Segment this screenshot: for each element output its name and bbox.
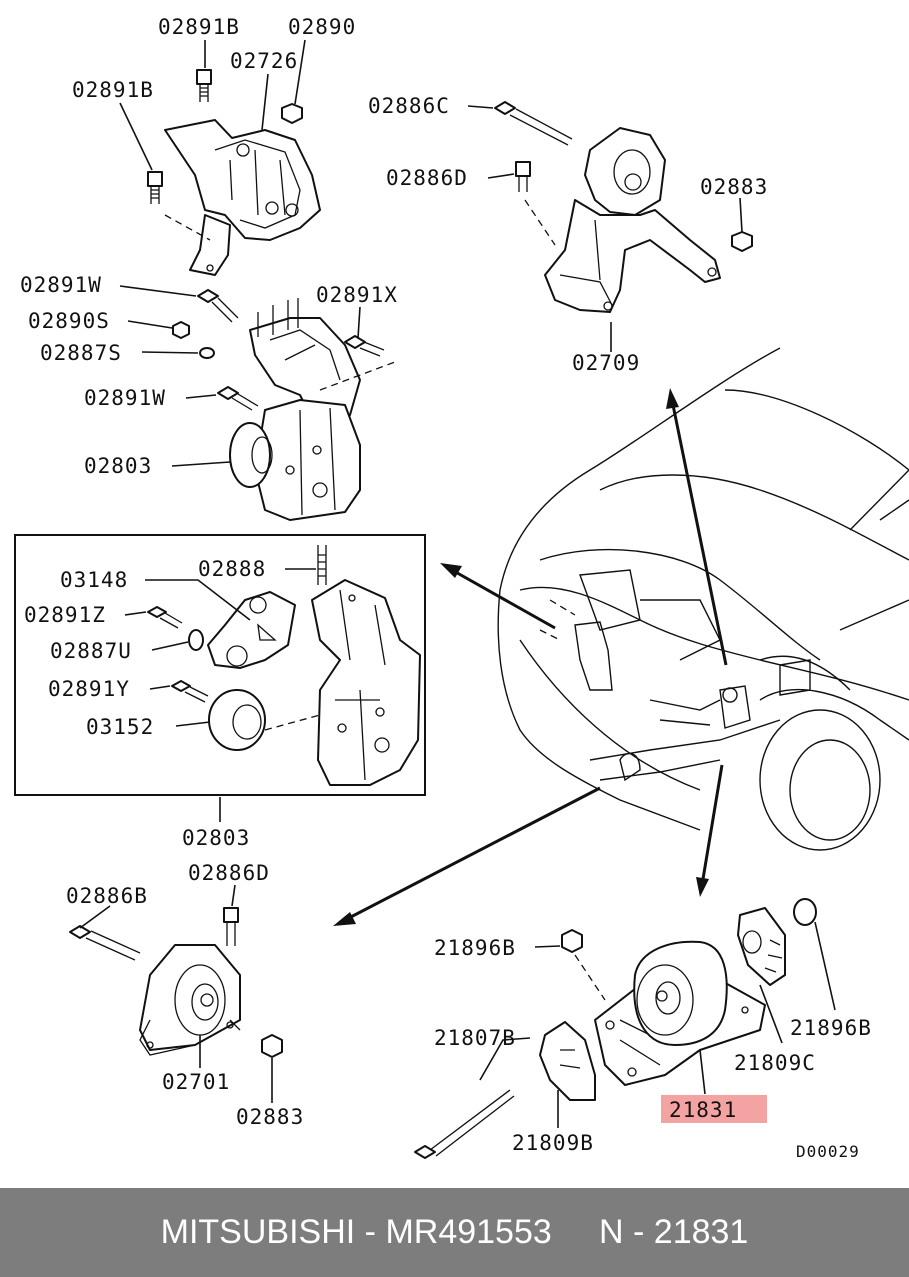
- label-02891W: 02891W: [84, 386, 166, 410]
- pointer-arrows: [333, 388, 728, 926]
- label-02726: 02726: [230, 49, 298, 73]
- highlight-21831: [661, 1095, 767, 1123]
- label-21809C: 21809C: [734, 1051, 816, 1075]
- engine-mount-bracket-02726: [147, 69, 321, 276]
- label-02891W-top: 02891W: [20, 273, 102, 297]
- label-21807B: 21807B: [434, 1026, 516, 1050]
- label-02890S: 02890S: [28, 309, 110, 333]
- footer-reference: N - 21831: [599, 1213, 749, 1251]
- engine-mount-21831: [414, 898, 817, 1159]
- label-21896B-left: 21896B: [434, 936, 516, 960]
- label-02803-box: 02803: [182, 826, 250, 850]
- footer-gap: [552, 1213, 599, 1252]
- label-02888: 02888: [198, 557, 266, 581]
- label-21831: 21831: [669, 1098, 737, 1122]
- label-02886B: 02886B: [66, 884, 148, 908]
- label-02890: 02890: [288, 15, 356, 39]
- detail-box-02803: [14, 534, 426, 796]
- label-02886C: 02886C: [368, 94, 450, 118]
- engine-mount-bracket-02709: [494, 101, 753, 313]
- footer-brand: MITSUBISHI: [160, 1213, 356, 1251]
- diagram-code: D00029: [796, 1142, 860, 1161]
- vehicle-outline: [497, 347, 909, 851]
- label-02803-top: 02803: [84, 454, 152, 478]
- label-03148: 03148: [60, 568, 128, 592]
- label-02886D-top: 02886D: [386, 166, 468, 190]
- label-02891Z: 02891Z: [24, 603, 106, 627]
- label-02883-top: 02883: [700, 175, 768, 199]
- label-21809B: 21809B: [512, 1131, 594, 1155]
- label-02891B: 02891B: [72, 78, 154, 102]
- label-02891B-top: 02891B: [158, 15, 240, 39]
- footer-bar: MITSUBISHI - MR491553 N - 21831: [0, 1188, 909, 1277]
- parts-diagram: 02891B 02890 02726 02891B 02891W 02891X …: [14, 15, 909, 1161]
- label-02886D: 02886D: [188, 861, 270, 885]
- engine-mount-02701: [69, 907, 283, 1058]
- label-02891Y: 02891Y: [48, 677, 130, 701]
- label-02701: 02701: [162, 1070, 230, 1094]
- footer-separator: -: [355, 1213, 386, 1251]
- footer-part-number: MR491553: [385, 1213, 552, 1251]
- label-02887S: 02887S: [40, 341, 122, 365]
- engine-mount-bracket-02803: [172, 289, 396, 521]
- label-03152: 03152: [86, 715, 154, 739]
- label-02883: 02883: [236, 1105, 304, 1129]
- label-02891X: 02891X: [316, 283, 398, 307]
- label-02709: 02709: [572, 351, 640, 375]
- label-21896B-right: 21896B: [790, 1016, 872, 1040]
- label-02887U: 02887U: [50, 639, 132, 663]
- engine-mount-bracket-detail: [147, 545, 421, 786]
